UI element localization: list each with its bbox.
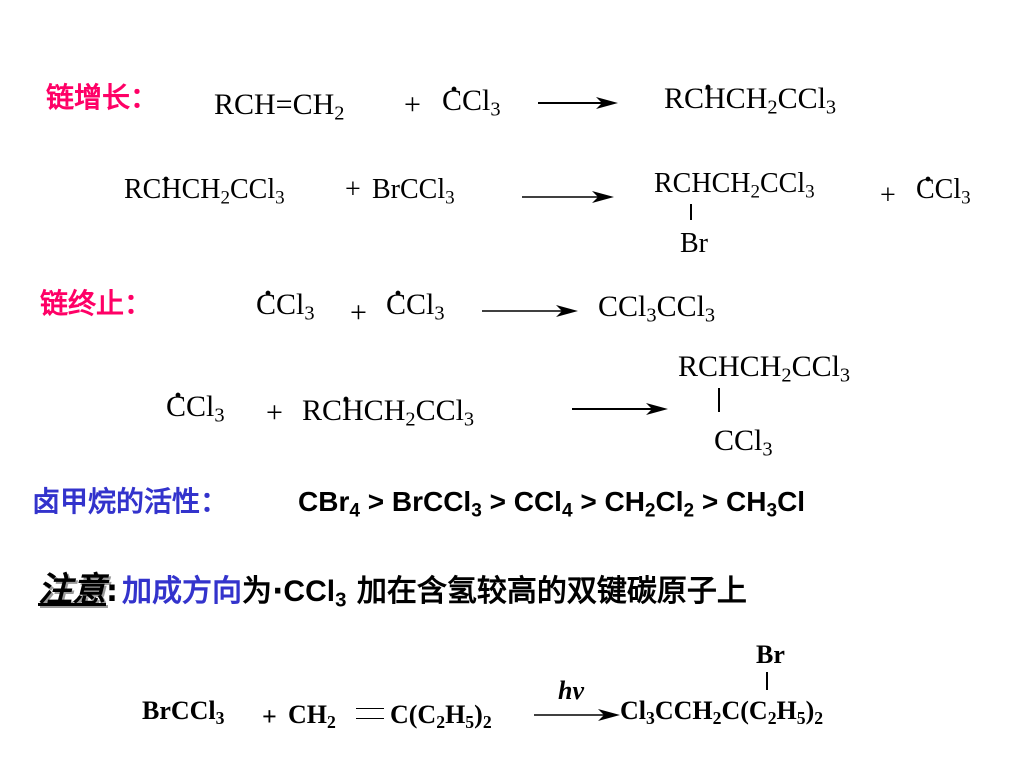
r2-reactant-radical: · RCHCH2CCl3 <box>124 163 285 209</box>
termination-label: 链终止： <box>40 287 153 320</box>
ex-bond-line <box>766 672 768 690</box>
r1-arrow <box>538 97 618 109</box>
r2-product-br: Br <box>680 228 708 259</box>
ex-reactant-brccl3: BrCCl3 <box>142 696 225 728</box>
r4-reactant: · RCHCH2CCl3 <box>302 383 475 431</box>
activity-label: 卤甲烷的活性： <box>32 485 229 518</box>
note-direction: 加成方向 <box>122 574 242 609</box>
radical-dot: · <box>173 379 184 412</box>
ex-product-br: Br <box>756 640 785 669</box>
ex-reactant-ch2: CH2 <box>288 700 336 732</box>
radical-dot: · <box>449 73 460 106</box>
note-wei: 为· <box>242 574 284 609</box>
r1-radical-ccl3: · CCl3 <box>442 73 501 121</box>
note-colon: : <box>106 574 118 609</box>
note-title: 注意 <box>38 570 106 610</box>
ex-condition-hv: hν <box>558 676 584 705</box>
r1-product: · RCHCH2CCl3 <box>664 71 837 119</box>
ex-plus: + <box>262 702 277 731</box>
r2-reactant-brccl3: BrCCl3 <box>372 174 455 209</box>
r2-product: RCHCH2CCl3 <box>654 168 815 203</box>
r4-plus: + <box>266 396 283 429</box>
ex-reactant-c: C(C2H5)2 <box>390 700 492 732</box>
r4-radical: · CCl3 <box>166 379 225 427</box>
propagation-label: 链增长： <box>46 81 159 114</box>
radical-dot: · <box>161 163 172 196</box>
note-line: 注意: 加成方向为·CCl3 加在含氢较高的双键碳原子上 <box>38 562 747 611</box>
r3-plus: + <box>350 296 367 329</box>
activity-series: CBr4 > BrCCl3 > CCl4 > CH2Cl2 > CH3Cl <box>298 486 806 522</box>
r4-product-ccl3: CCl3 <box>714 424 773 461</box>
note-formula: CCl3 <box>283 575 347 612</box>
r2-arrow <box>522 191 614 203</box>
r1-reactant-alkene: RCH=CH2 <box>214 88 345 125</box>
note-rest: 加在含氢较高的双键碳原子上 <box>346 574 747 609</box>
radical-dot: · <box>703 71 714 104</box>
r2-plus: + <box>345 174 361 205</box>
r2-radical-ccl3: · CCl3 <box>916 163 971 209</box>
radical-dot: · <box>341 383 352 416</box>
radical-dot: · <box>923 163 934 196</box>
r2-plus2: + <box>880 180 896 211</box>
ex-arrow <box>534 709 620 721</box>
radical-dot: · <box>393 277 404 310</box>
r2-bond-line <box>690 204 692 220</box>
r3-radical1: · CCl3 <box>256 277 315 325</box>
r1-plus: + <box>404 88 421 121</box>
r3-radical2: · CCl3 <box>386 277 445 325</box>
r4-arrow <box>572 403 668 415</box>
r4-bond-line <box>718 388 720 412</box>
ex-double-bond <box>356 708 384 719</box>
ex-product: Cl3CCH2C(C2H5)2 <box>620 696 824 728</box>
r4-product: RCHCH2CCl3 <box>678 350 851 387</box>
radical-dot: · <box>263 277 274 310</box>
r3-product: CCl3CCl3 <box>598 290 716 327</box>
r3-arrow <box>482 305 578 317</box>
